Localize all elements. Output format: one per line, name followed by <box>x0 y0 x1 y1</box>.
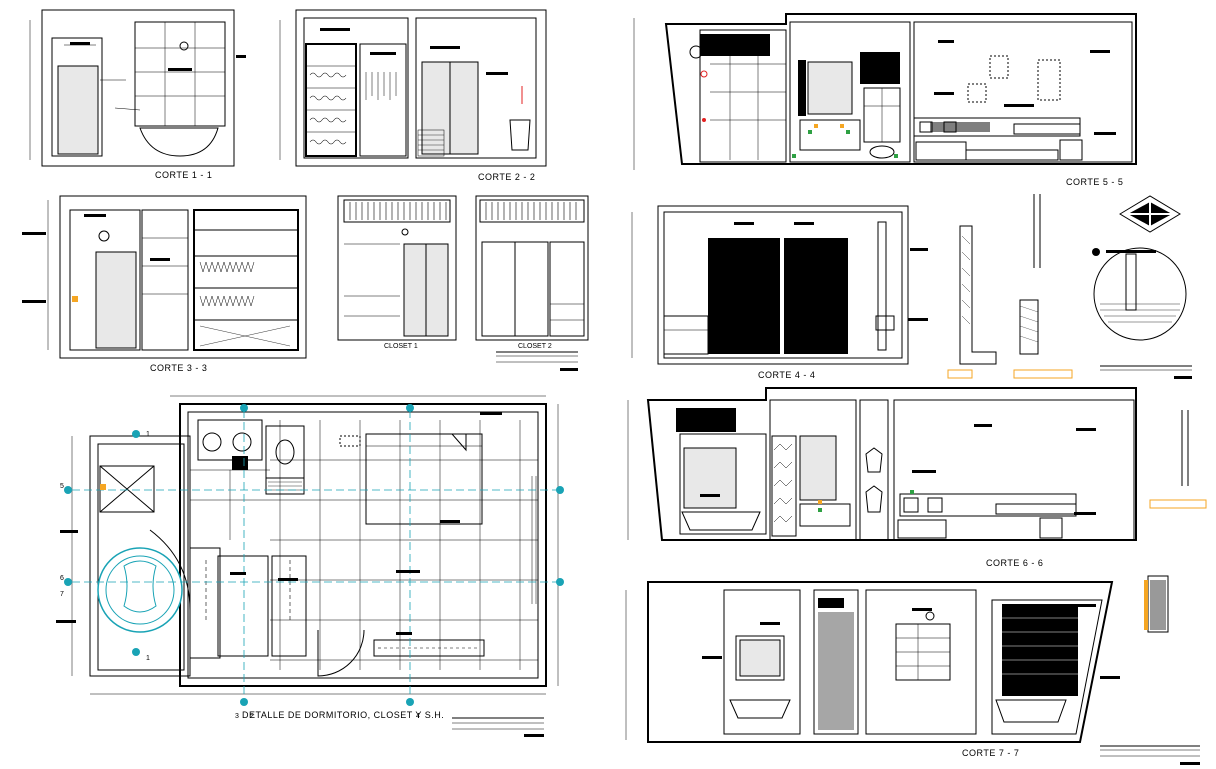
axis-marker-1-bottom: 1 <box>146 655 150 662</box>
section-2-2 <box>279 9 547 167</box>
section-3-3-title: CORTE 3 - 3 <box>150 363 207 373</box>
axis-marker-6: 6 <box>60 575 64 582</box>
plan-axis-labels: 1 1 2 3 4 5 6 7 <box>60 431 420 720</box>
axis-marker-7: 7 <box>60 591 64 598</box>
section-7-7-title: CORTE 7 - 7 <box>962 748 1019 758</box>
title-block-plan <box>452 717 544 737</box>
section-1-1 <box>29 9 246 167</box>
section-6-6-title: CORTE 6 - 6 <box>986 558 1043 568</box>
axis-marker-4: 4 <box>416 713 420 720</box>
closet-2-title: CLOSET 2 <box>518 343 552 350</box>
axis-marker-5: 5 <box>60 483 64 490</box>
closet-2-elevation <box>475 195 589 341</box>
section-4-4-title: CORTE 4 - 4 <box>758 370 815 380</box>
title-block-mid-left <box>496 351 578 371</box>
section-6-6 <box>627 387 1207 541</box>
axis-marker-2: 2 <box>250 713 254 720</box>
axis-marker-3: 3 <box>235 713 239 720</box>
closet-1-title: CLOSET 1 <box>384 343 418 350</box>
floor-plan <box>56 395 564 706</box>
section-1-1-title: CORTE 1 - 1 <box>155 170 212 180</box>
section-5-5 <box>633 13 1137 170</box>
section-5-5-title: CORTE 5 - 5 <box>1066 177 1123 187</box>
section-7-7 <box>625 575 1200 765</box>
axis-marker-1-top: 1 <box>146 431 150 438</box>
section-4-4 <box>631 194 1192 379</box>
plan-title: DETALLE DE DORMITORIO, CLOSET Y S.H. <box>242 710 444 720</box>
section-2-2-title: CORTE 2 - 2 <box>478 172 535 182</box>
closet-1-elevation <box>337 195 457 341</box>
section-3-3 <box>22 195 307 359</box>
